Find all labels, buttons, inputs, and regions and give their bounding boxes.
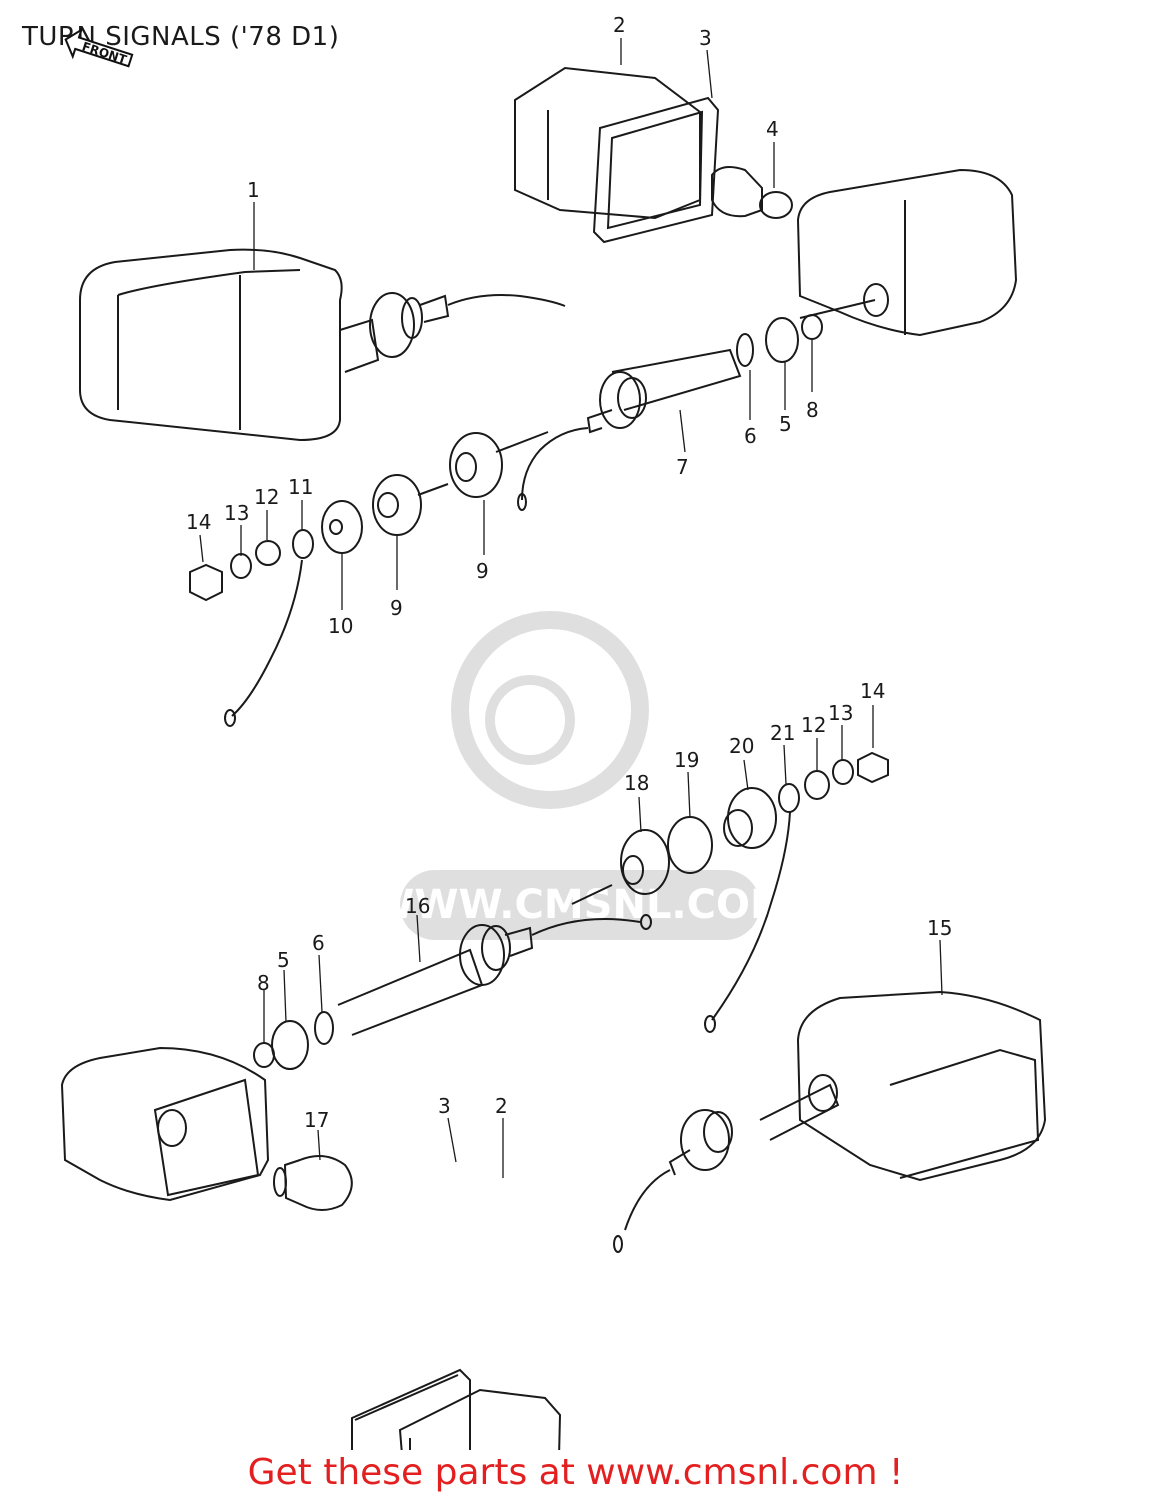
callout-3-bottom: 3: [438, 1094, 451, 1118]
callout-7: 7: [676, 455, 689, 479]
terminal-11: [292, 529, 314, 559]
grommet-9a: [449, 432, 503, 498]
callout-14-top: 14: [186, 510, 211, 534]
gasket-3-bottom: [351, 1368, 471, 1450]
callout-15: 15: [927, 916, 952, 940]
bulb-4: [711, 165, 793, 219]
footer-cms-link[interactable]: Get these parts at www.cmsnl.com !: [247, 1452, 904, 1493]
callout-9b: 9: [390, 596, 403, 620]
callout-21: 21: [770, 721, 795, 745]
washer-13: [230, 553, 252, 579]
callout-6-bottom: 6: [312, 931, 325, 955]
turn-signal-housing-right-top: [796, 168, 1018, 337]
callout-12-bottom: 12: [801, 713, 826, 737]
washer-5: [765, 317, 799, 363]
callout-9a: 9: [476, 559, 489, 583]
nut-14b: [857, 751, 889, 784]
callout-20: 20: [729, 734, 754, 758]
lens-2-bottom: [398, 1388, 562, 1450]
washer-5b: [271, 1020, 309, 1070]
turn-signal-exploded-diagram: 1 2 3 4 5 6 7 8 9 9 10 11 12 13 14 14 13…: [60, 13, 1047, 1450]
callout-2-top: 2: [613, 13, 626, 37]
lens-2-top: [514, 66, 701, 220]
washer-6b: [314, 1011, 334, 1045]
callout-13-bottom: 13: [828, 701, 853, 725]
callout-8-top: 8: [806, 398, 819, 422]
washer-8b: [253, 1042, 275, 1068]
washer-8: [801, 314, 823, 340]
terminal-21: [778, 783, 800, 813]
callout-1: 1: [247, 178, 260, 202]
turn-signal-housing-left-bottom: [60, 1046, 270, 1202]
callout-5-bottom: 5: [277, 948, 290, 972]
callout-10: 10: [328, 614, 353, 638]
washer-13b: [832, 759, 854, 785]
callout-5-top: 5: [779, 412, 792, 436]
grommet-9b: [372, 474, 422, 536]
callout-8-bottom: 8: [257, 971, 270, 995]
callout-12-top: 12: [254, 485, 279, 509]
callout-3-top: 3: [699, 26, 712, 50]
front-arrow-icon: FRONT: [64, 27, 134, 68]
callout-13-top: 13: [224, 501, 249, 525]
cms-watermark-logo: WWW.CMSNL.COM: [370, 611, 790, 940]
turn-signal-housing-15: [613, 990, 1047, 1253]
callout-14-bottom: 14: [860, 679, 885, 703]
callout-2-bottom: 2: [495, 1094, 508, 1118]
turn-signal-housing-1: [79, 248, 566, 442]
grommet-18: [620, 829, 670, 895]
washer-12b: [804, 770, 830, 800]
washer-6: [736, 333, 754, 367]
callout-19: 19: [674, 748, 699, 772]
grommet-20: [727, 787, 777, 849]
nut-14: [189, 563, 223, 602]
bulb-17: [273, 1155, 353, 1211]
stem-7: [517, 348, 742, 511]
callout-4: 4: [766, 117, 779, 141]
callout-11: 11: [288, 475, 313, 499]
washer-12: [255, 540, 281, 566]
callout-16: 16: [405, 894, 430, 918]
callout-6-top: 6: [744, 424, 757, 448]
callout-18: 18: [624, 771, 649, 795]
bushing-19: [667, 816, 713, 874]
callout-17: 17: [304, 1108, 329, 1132]
stem-16: [337, 914, 652, 1036]
gasket-3-top: [592, 96, 720, 244]
